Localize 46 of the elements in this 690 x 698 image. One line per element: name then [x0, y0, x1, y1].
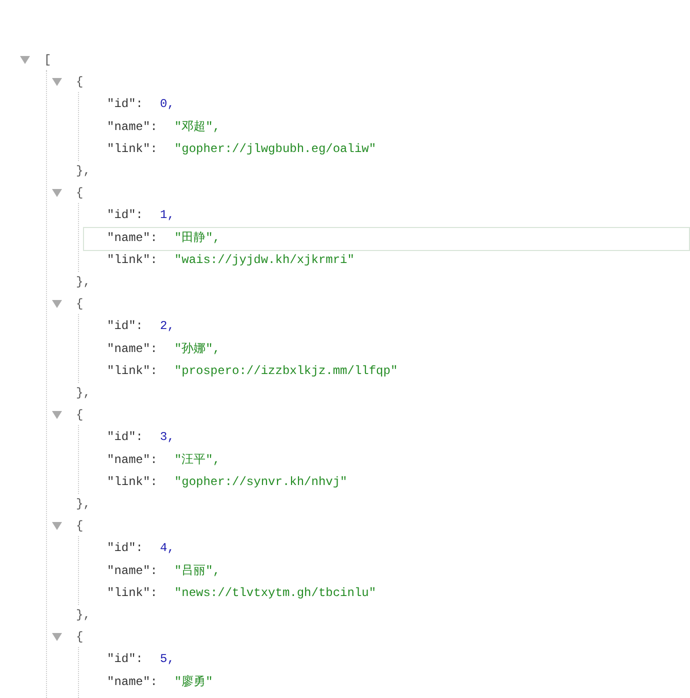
json-key: "name":	[107, 674, 158, 689]
json-key: "name":	[107, 230, 158, 245]
json-key: "id":	[107, 208, 144, 222]
json-bracket: [	[44, 53, 52, 67]
json-string: "wais://jyjdw.kh/xjkrmri"	[174, 252, 354, 267]
json-string: "廖勇"	[174, 674, 213, 690]
json-string: "prospero://izzbxlkjz.mm/llfqp"	[174, 364, 398, 378]
json-string: "邓超",	[174, 119, 220, 136]
json-number: 1,	[160, 208, 174, 222]
json-string: "news://tlvtxytm.gh/tbcinlu"	[174, 586, 376, 600]
json-key: "id":	[107, 319, 144, 334]
json-key: "name":	[107, 564, 158, 578]
json-number: 2,	[160, 319, 174, 334]
json-key: "link":	[107, 474, 158, 489]
json-bracket: },	[76, 386, 90, 400]
json-bracket: },	[76, 275, 90, 289]
json-string: "田静",	[174, 230, 220, 246]
json-bracket: },	[76, 608, 90, 622]
json-bracket: {	[76, 408, 84, 422]
json-key: "link":	[107, 142, 158, 156]
json-string: "gopher://jlwgbubh.eg/oaliw"	[174, 142, 376, 156]
json-bracket: {	[76, 186, 84, 200]
json-key: "link":	[107, 586, 158, 600]
json-key: "id":	[107, 652, 144, 666]
json-bracket: {	[76, 519, 84, 534]
json-key: "id":	[107, 430, 144, 444]
json-bracket: {	[76, 630, 84, 644]
json-number: 4,	[160, 541, 174, 556]
json-string: "汪平",	[174, 452, 220, 468]
json-key: "id":	[107, 541, 144, 556]
json-bracket: {	[76, 297, 84, 312]
json-key: "id":	[107, 97, 144, 112]
json-key: "name":	[107, 342, 158, 356]
json-string: "孙娜",	[174, 341, 220, 358]
json-bracket: },	[76, 497, 90, 511]
json-number: 0,	[160, 97, 174, 112]
json-number: 3,	[160, 430, 174, 444]
json-number: 5,	[160, 652, 174, 666]
json-string: "吕丽",	[174, 563, 220, 580]
json-key: "name":	[107, 452, 158, 467]
json-bracket: {	[76, 75, 84, 90]
json-key: "name":	[107, 120, 158, 134]
json-bracket: },	[76, 164, 90, 178]
json-key: "link":	[107, 252, 158, 267]
json-string: "gopher://synvr.kh/nhvj"	[174, 474, 348, 489]
json-key: "link":	[107, 364, 158, 378]
